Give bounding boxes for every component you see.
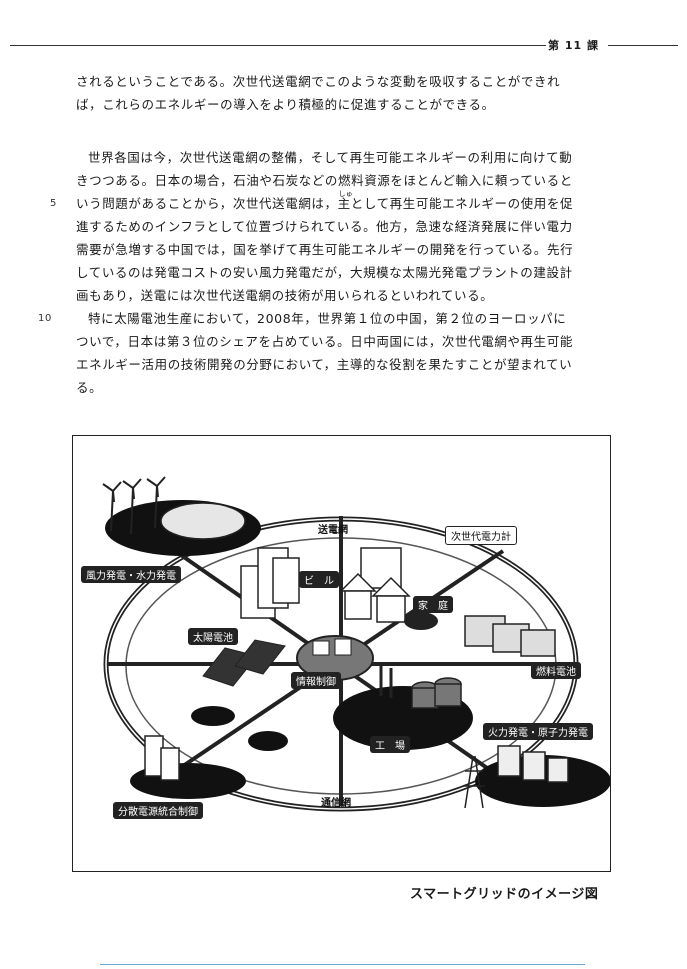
office-buildings bbox=[240, 547, 300, 619]
text-line: 進するためのインフラとして位置づけられている。他方，急速な経済発展に伴い電力 bbox=[76, 219, 573, 234]
header-rule-right bbox=[608, 45, 678, 46]
smart-grid-figure: 風力発電・水力発電 送電網 次世代電力計 ビ ル 家 庭 太陽電池 情報制御 燃… bbox=[72, 435, 611, 872]
node bbox=[248, 731, 288, 751]
houses bbox=[339, 547, 411, 623]
line-number: 5 bbox=[50, 198, 57, 209]
text-line: されるということである。次世代送電網でこのような変動を吸収することができれ bbox=[76, 74, 561, 89]
label-distributed: 分散電源統合制御 bbox=[113, 802, 203, 819]
text-line: しているのは発電コストの安い風力発電だが，大規模な太陽光発電プラントの建設計 bbox=[76, 265, 573, 280]
text-line: る。 bbox=[76, 380, 103, 395]
text-segment: 特に太陽電池生産において，2008年，世界第１位の中国，第２位のヨーロッパに bbox=[88, 311, 567, 326]
dam bbox=[160, 502, 246, 540]
monitor bbox=[312, 640, 330, 656]
text-line: 画もあり，送電には次世代送電網の技術が用いられるといわれている。 bbox=[76, 288, 494, 303]
label-home: 家 庭 bbox=[413, 596, 453, 613]
ruby-reading: しゅ bbox=[338, 190, 353, 198]
label-info-control: 情報制御 bbox=[291, 672, 341, 689]
lesson-number: 第 11 課 bbox=[548, 39, 599, 52]
small-wind-island bbox=[191, 706, 235, 726]
text-line-5: 5 いう問題があることから，次世代送電網は，しゅ主として再生可能エネルギーの使用を… bbox=[50, 190, 616, 215]
text-line: 需要が急増する中国では，国を挙げて再生可能エネルギーの開発を行っている。先行 bbox=[76, 242, 574, 257]
label-fuel-cell: 燃料電池 bbox=[531, 662, 581, 679]
ruby-word: しゅ主 bbox=[337, 190, 353, 215]
wind-turbines bbox=[102, 476, 166, 535]
bottom-rule bbox=[100, 964, 585, 965]
text-line-10: 10 特に太陽電池生産において，2008年，世界第１位の中国，第２位のヨーロッパに bbox=[38, 307, 616, 330]
text-line: ついで，日本は第３位のシェアを占めている。日中両国には，次世代電網や再生可能 bbox=[76, 334, 573, 349]
label-transmission: 送電網 bbox=[318, 525, 348, 536]
solar-panels bbox=[202, 639, 286, 687]
text-line: きつつある。日本の場合，石油や石炭などの燃料資源をほとんど輸入に頼っていると bbox=[76, 173, 573, 188]
label-thermal-nuclear: 火力発電・原子力発電 bbox=[483, 723, 593, 740]
text-segment: いう問題があることから，次世代送電網は， bbox=[76, 196, 338, 211]
paragraph-1: されるということである。次世代送電網でこのような変動を吸収することができれ ば，… bbox=[76, 70, 616, 116]
car bbox=[404, 612, 438, 630]
factory-tanks bbox=[411, 677, 462, 709]
text-line: エネルギー活用の技術開発の分野において，主導的な役割を果たすことが望まれてい bbox=[76, 357, 573, 372]
fuel-cell-units bbox=[464, 615, 556, 657]
text-line: 世界各国は今，次世代送電網の整備，そして再生可能エネルギーの利用に向けて動 bbox=[88, 150, 573, 165]
label-wind-hydro: 風力発電・水力発電 bbox=[81, 566, 181, 583]
smokestacks bbox=[379, 664, 393, 698]
reactor-domes bbox=[497, 745, 569, 783]
pylon bbox=[463, 755, 485, 809]
distributed-buildings bbox=[144, 735, 180, 781]
line-number: 10 bbox=[38, 313, 52, 324]
label-next-meter: 次世代電力計 bbox=[445, 526, 517, 545]
label-factory: 工 場 bbox=[370, 736, 410, 753]
label-solar: 太陽電池 bbox=[188, 628, 238, 645]
header-rule-left bbox=[10, 45, 546, 46]
text-segment: として再生可能エネルギーの使用を促 bbox=[350, 196, 574, 211]
ruby-base: 主 bbox=[337, 196, 351, 211]
label-building: ビ ル bbox=[299, 571, 339, 588]
label-comm: 通信網 bbox=[321, 798, 351, 809]
paragraph-2: 世界各国は今，次世代送電網の整備，そして再生可能エネルギーの利用に向けて動 きつ… bbox=[38, 146, 616, 399]
figure-caption: スマートグリッドのイメージ図 bbox=[410, 887, 599, 902]
monitor bbox=[334, 638, 352, 656]
text-line: ば，これらのエネルギーの導入をより積極的に促進することができる。 bbox=[76, 97, 495, 112]
